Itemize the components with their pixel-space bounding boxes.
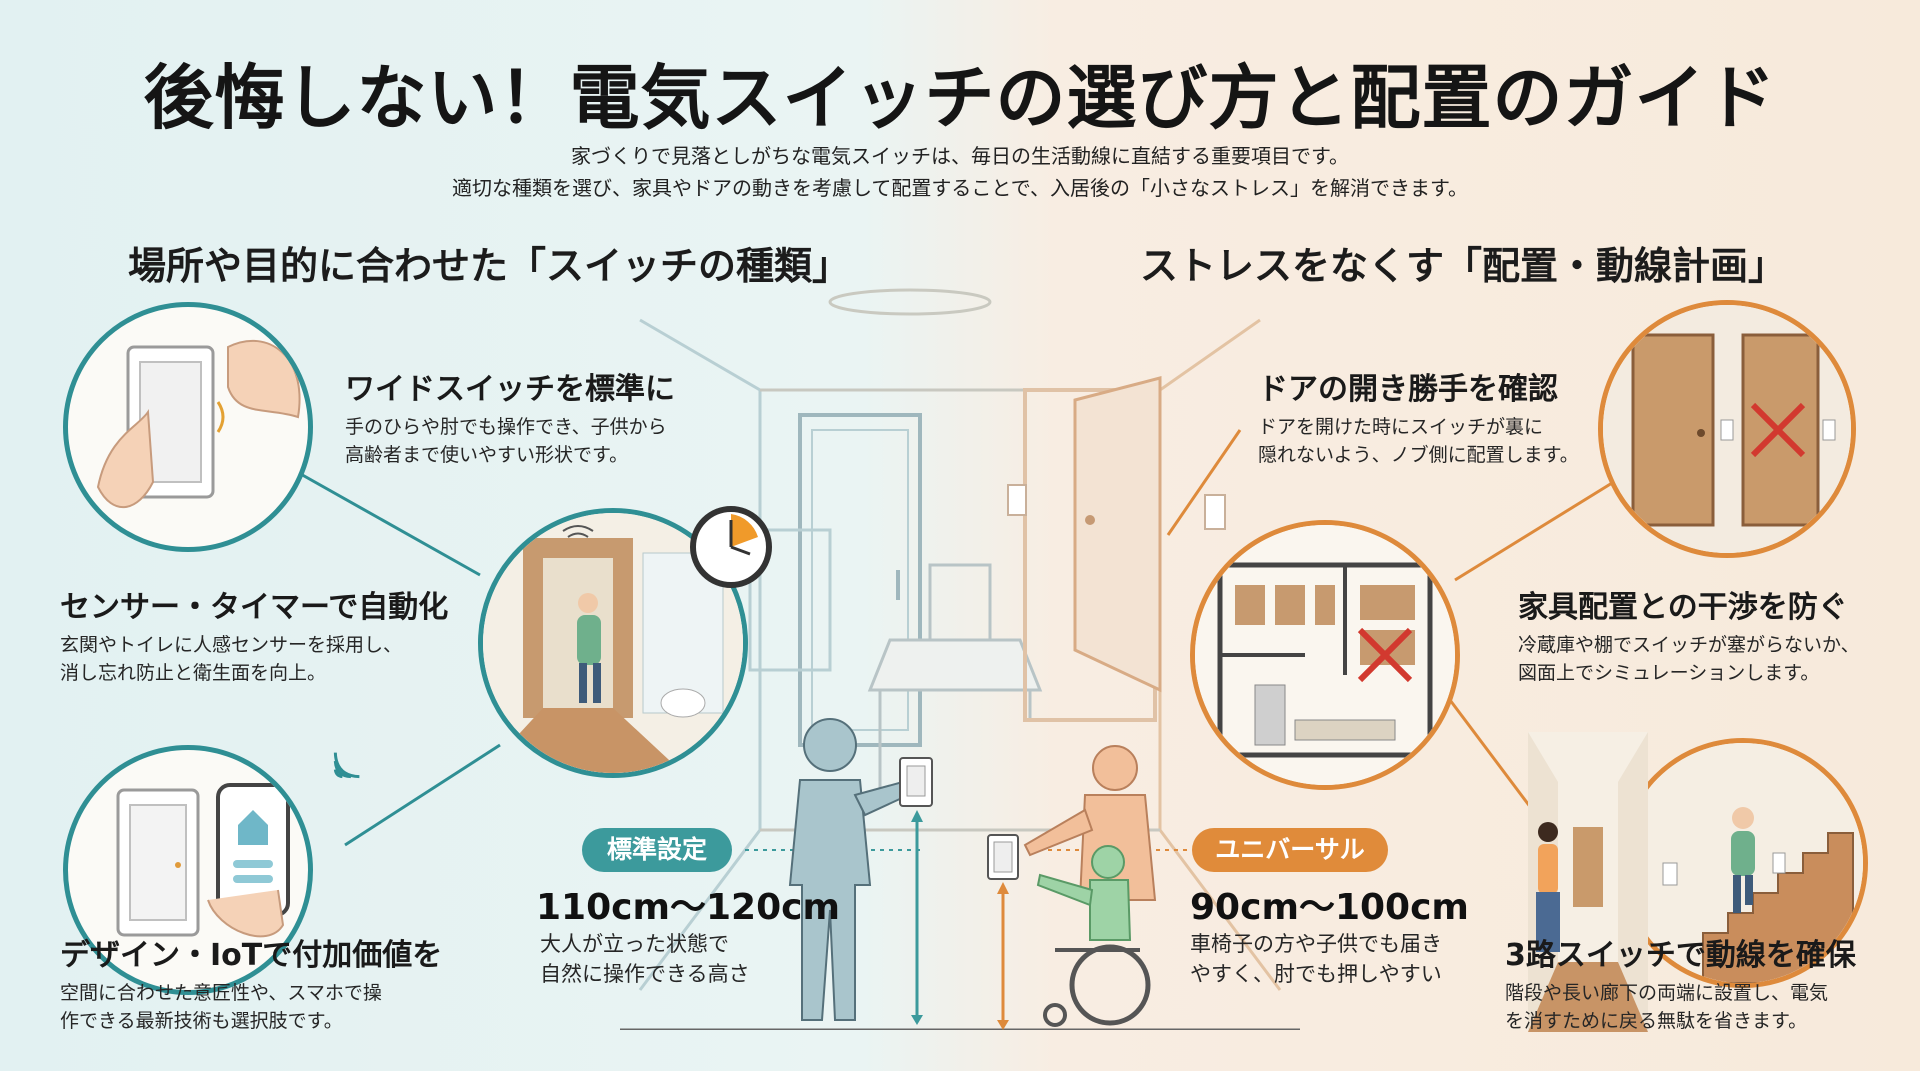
feature-desc-line: 階段や長い廊下の両端に設置し、電気 [1505,982,1829,1004]
right-section-heading: ストレスをなくす「配置・動線計画」 [1140,244,1787,288]
person-head [578,593,598,613]
feature-title: デザイン・IoTで付加価値を [60,938,443,973]
wrong-x-icon [1750,402,1806,458]
feature-desc-line: を消すために戻る無駄を省きます。 [1505,1009,1808,1032]
left-section-heading: 場所や目的に合わせた「スイッチの種類」 [128,244,851,288]
feature-desc-line: 図面上でシミュレーションします。 [1518,661,1820,684]
person-body [577,615,601,665]
three-way-switch-illustration [1618,738,1868,988]
feature-desc-line: 消し忘れ防止と衛生面を向上。 [60,661,327,684]
wall-switch-right [1204,494,1226,530]
page-title: 後悔しない！電気スイッチの選び方と配置のガイド [143,57,1777,139]
left-door [798,413,922,747]
palm-hand-icon [96,409,155,508]
feature-design-iot: デザイン・IoTで付加価値を 空間に合わせた意匠性や、スマホで操 作できる最新技… [60,938,442,1035]
iot-switch-illustration [63,745,313,995]
feature-desc-line: 冷蔵庫や棚でスイッチが塞がらないか、 [1518,634,1860,656]
universal-height-desc-line: 車椅子の方や子供でも届き [1190,932,1442,956]
wifi-icon [333,752,360,779]
wrong-x-icon [1357,627,1413,683]
feature-sensor-timer: センサー・タイマーで自動化 玄関やトイレに人感センサーを採用し、 消し忘れ防止と… [60,590,448,687]
feature-title: 家具配置との干渉を防ぐ [1518,590,1848,625]
feature-desc-line: 空間に合わせた意匠性や、スマホで操 [60,982,382,1004]
universal-height-badge: ユニバーサル [1192,828,1388,872]
universal-height-desc-line: やすく、肘でも押しやすい [1190,962,1442,986]
feature-door-swing: ドアの開き勝手を確認 ドアを開けた時にスイッチが裏に 隠れないよう、ノブ側に配置… [1258,372,1579,469]
feature-desc-line: 隠れないよう、ノブ側に配置します。 [1258,443,1579,466]
right-door-open [1073,376,1162,693]
room-wall-left [638,318,762,991]
feature-desc-line: 作できる最新技術も選択肢です。 [60,1009,343,1032]
wheelchair-wheel [1069,944,1151,1026]
standing-person-illustration [788,718,933,1025]
feature-wide-switch: ワイドスイッチを標準に 手のひらや肘でも操作でき、子供から 高齢者まで使いやすい… [345,372,675,469]
corridor-illustration [1528,732,1648,1032]
door-swing-illustration [1598,300,1856,558]
sensor-icon [562,525,594,538]
wheelchair-person-illustration [987,745,1157,1030]
feature-furniture: 家具配置との干渉を防ぐ 冷蔵庫や棚でスイッチが塞がらないか、 図面上でシミュレー… [1518,590,1860,687]
feature-title: 3路スイッチで動線を確保 [1505,938,1856,973]
ceiling-light [828,288,992,316]
wall-switch-mid [1007,484,1027,516]
feature-desc-line: 手のひらや肘でも操作でき、子供から [345,416,667,438]
wide-switch-illustration [63,302,313,552]
feature-three-way: 3路スイッチで動線を確保 階段や長い廊下の両端に設置し、電気 を消すために戻る無… [1505,938,1856,1035]
feature-desc-line: ドアを開けた時にスイッチが裏に [1258,416,1544,438]
elbow-icon [227,339,301,419]
sensor-hallway-illustration [478,508,748,778]
feature-desc-line: 玄関やトイレに人感センサーを採用し、 [60,634,403,656]
standard-height-badge: 標準設定 [582,828,732,872]
feature-desc-line: 高齢者まで使いやすい形状です。 [345,443,629,466]
clock-icon [690,506,772,588]
feature-title: センサー・タイマーで自動化 [60,590,449,625]
intro-text-line-2: 適切な種類を選び、家具やドアの動きを考慮して配置することで、入居後の「小さなスト… [452,176,1468,200]
table [867,638,1043,692]
standard-height-desc-line: 自然に操作できる高さ [540,962,750,986]
floor-plan-illustration [1190,520,1460,790]
universal-height-value: 90cm〜100cm [1190,887,1469,928]
home-icon [238,810,268,845]
feature-title: ドアの開き勝手を確認 [1258,372,1558,407]
intro-text-line-1: 家づくりで見落としがちな電気スイッチは、毎日の生活動線に直結する重要項目です。 [571,144,1349,168]
standard-height-value: 110cm〜120cm [536,887,840,928]
feature-title: ワイドスイッチを標準に [345,372,675,407]
standard-height-desc-line: 大人が立った状態で [540,932,729,956]
counter [748,528,832,672]
